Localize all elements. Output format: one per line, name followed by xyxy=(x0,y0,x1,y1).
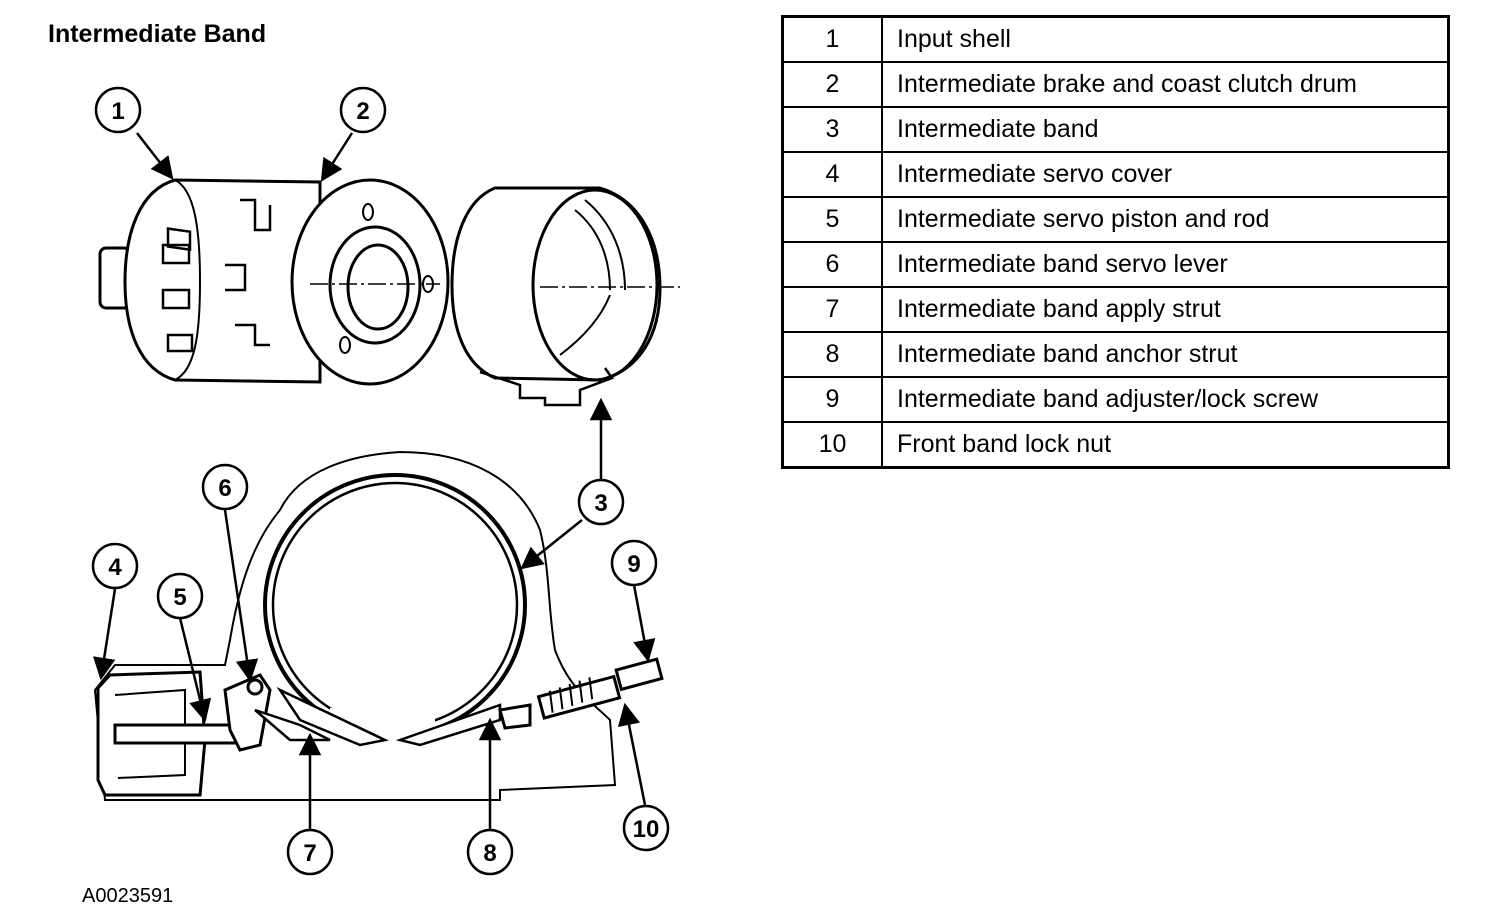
diagram-title: Intermediate Band xyxy=(48,20,267,48)
callout-leaders xyxy=(93,132,656,830)
legend-number: 9 xyxy=(781,376,883,423)
legend-description: Intermediate brake and coast clutch drum xyxy=(881,61,1450,108)
legend-number: 3 xyxy=(781,106,883,153)
svg-text:6: 6 xyxy=(218,475,231,502)
legend-number: 10 xyxy=(781,421,883,469)
svg-text:8: 8 xyxy=(483,840,496,867)
legend-number: 8 xyxy=(781,331,883,378)
legend-row: 7 Intermediate band apply strut xyxy=(781,286,1450,333)
legend-description: Input shell xyxy=(881,15,1450,63)
legend-description: Intermediate band apply strut xyxy=(881,286,1450,333)
callout-7: 7 xyxy=(286,828,334,876)
callout-5: 5 xyxy=(156,572,204,620)
input-shell-drawing xyxy=(98,178,322,384)
svg-text:2: 2 xyxy=(356,98,369,125)
legend-description: Intermediate band adjuster/lock screw xyxy=(881,376,1450,423)
legend-row: 10 Front band lock nut xyxy=(781,421,1450,469)
legend-number: 7 xyxy=(781,286,883,333)
svg-text:7: 7 xyxy=(303,840,316,867)
callout-1: 1 xyxy=(94,86,142,134)
legend-number: 1 xyxy=(781,15,883,63)
legend-row: 6 Intermediate band servo lever xyxy=(781,241,1450,288)
callout-6: 6 xyxy=(201,463,249,511)
svg-text:10: 10 xyxy=(633,816,660,843)
legend-row: 8 Intermediate band anchor strut xyxy=(781,331,1450,378)
legend-row: 5 Intermediate servo piston and rod xyxy=(781,196,1450,243)
callout-10: 10 xyxy=(622,804,670,852)
parts-legend-table: 1 Input shell 2 Intermediate brake and c… xyxy=(781,15,1450,469)
callout-8: 8 xyxy=(466,828,514,876)
legend-description: Intermediate band servo lever xyxy=(881,241,1450,288)
band-ring-drawing xyxy=(450,186,680,407)
svg-text:4: 4 xyxy=(108,554,122,581)
callout-9: 9 xyxy=(610,539,658,587)
legend-row: 2 Intermediate brake and coast clutch dr… xyxy=(781,61,1450,108)
legend-row: 4 Intermediate servo cover xyxy=(781,151,1450,198)
figure-id: A0023591 xyxy=(82,885,174,907)
callout-3: 3 xyxy=(577,478,625,526)
legend-number: 6 xyxy=(781,241,883,288)
band-and-servo-drawing xyxy=(93,450,664,801)
intermediate-band-illustration: 1 2 3 4 5 6 7 8 9 10 xyxy=(91,86,680,876)
legend-description: Intermediate servo piston and rod xyxy=(881,196,1450,243)
legend-description: Intermediate band anchor strut xyxy=(881,331,1450,378)
legend-number: 2 xyxy=(781,61,883,108)
legend-description: Intermediate servo cover xyxy=(881,151,1450,198)
legend-number: 4 xyxy=(781,151,883,198)
legend-description: Front band lock nut xyxy=(881,421,1450,469)
legend-row: 3 Intermediate band xyxy=(781,106,1450,153)
callout-4: 4 xyxy=(91,542,139,590)
svg-text:9: 9 xyxy=(627,551,640,578)
svg-text:3: 3 xyxy=(594,490,607,517)
legend-description: Intermediate band xyxy=(881,106,1450,153)
callout-2: 2 xyxy=(339,86,387,134)
svg-text:1: 1 xyxy=(111,98,124,125)
legend-number: 5 xyxy=(781,196,883,243)
legend-row: 9 Intermediate band adjuster/lock screw xyxy=(781,376,1450,423)
legend-row: 1 Input shell xyxy=(781,15,1450,63)
clutch-drum-drawing xyxy=(290,178,450,386)
svg-text:5: 5 xyxy=(173,584,186,611)
